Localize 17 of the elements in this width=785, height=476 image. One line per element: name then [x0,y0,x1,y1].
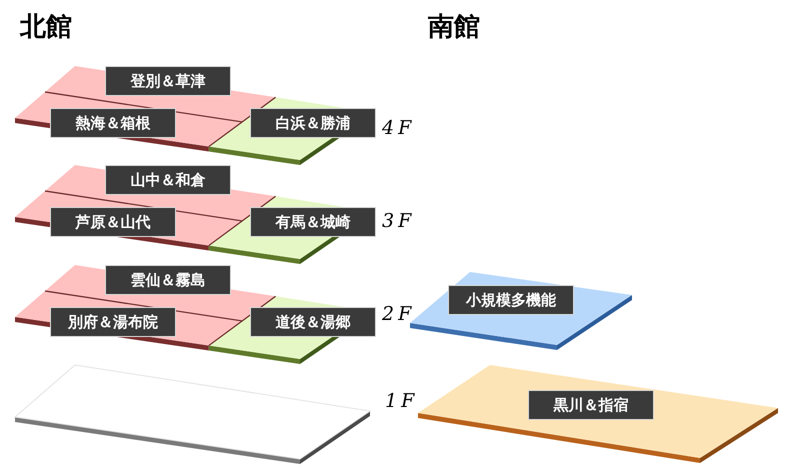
room-label: 小規模多機能 [448,285,574,315]
room-label: 雲仙＆霧島 [105,265,231,295]
floor-label: 4F [382,116,416,141]
room-label: 道後＆湯郷 [250,307,376,337]
room-label: 別府＆湯布院 [50,307,176,337]
room-label: 芦原＆山代 [50,207,176,237]
room-label: 有馬＆城崎 [250,207,376,237]
room-label: 登別＆草津 [105,66,231,96]
floor-label: 2F [382,302,416,327]
room-label: 黒川＆指宿 [528,390,654,420]
building-title: 北館 [20,11,72,44]
room-label: 山中＆和倉 [105,165,231,195]
floor-label: 1F [385,389,418,414]
room-label: 白浜＆勝浦 [250,108,376,138]
room-label: 熱海＆箱根 [50,108,176,138]
building-title: 南館 [428,11,480,44]
floor-label: 3F [382,209,416,234]
